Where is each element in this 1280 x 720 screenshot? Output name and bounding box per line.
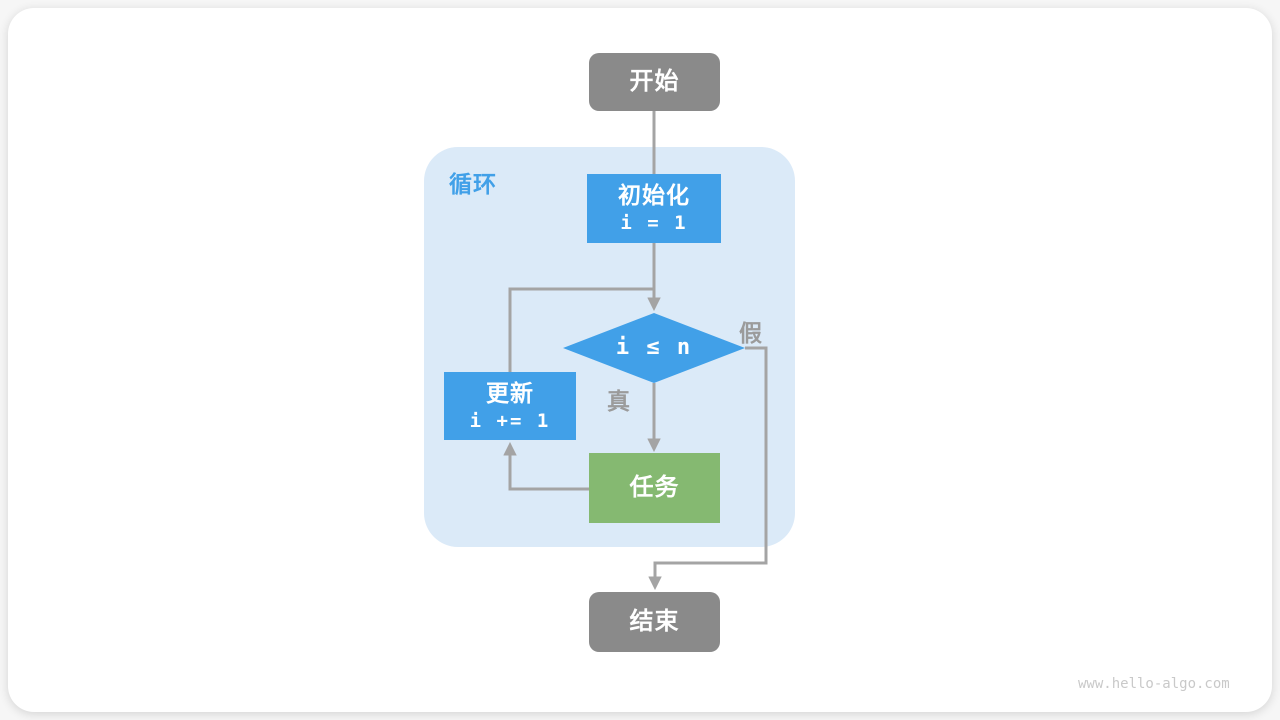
task-node: 任务: [589, 453, 720, 523]
init-node-code: i = 1: [620, 212, 688, 234]
start-node: 开始: [589, 53, 720, 111]
init-node-title: 初始化: [618, 182, 690, 209]
true-branch-label: 真: [607, 388, 630, 414]
condition-expression: i ≤ n: [615, 335, 693, 361]
start-node-label: 开始: [629, 68, 680, 95]
update-node-title: 更新: [486, 379, 534, 406]
update-node: 更新 i += 1: [444, 372, 576, 440]
false-branch-label: 假: [739, 320, 762, 346]
loop-region-label: 循环: [449, 171, 497, 197]
end-node: 结束: [589, 592, 720, 652]
watermark-text: www.hello-algo.com: [1078, 676, 1230, 692]
update-node-code: i += 1: [469, 409, 551, 432]
task-node-label: 任务: [629, 474, 680, 501]
init-node: 初始化 i = 1: [587, 174, 721, 243]
end-node-label: 结束: [629, 608, 680, 635]
